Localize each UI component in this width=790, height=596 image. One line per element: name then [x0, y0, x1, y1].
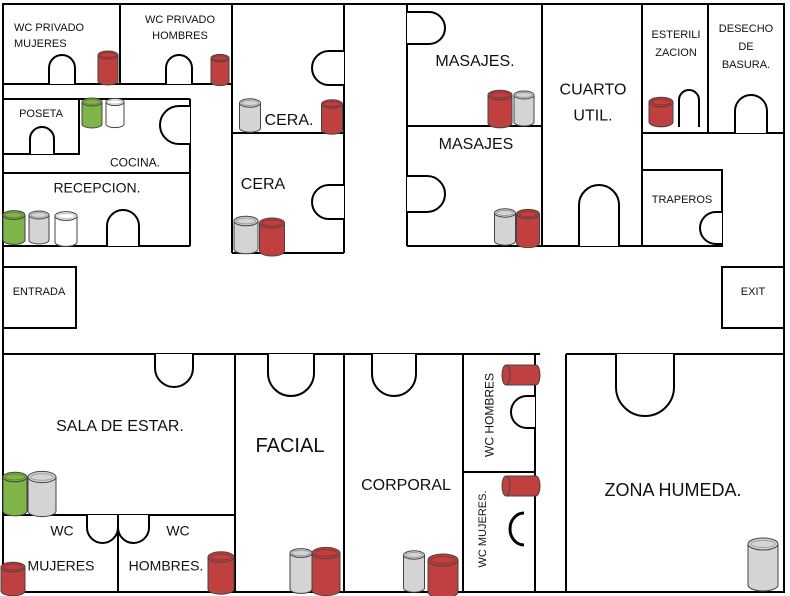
trash-bin-icon: [105, 97, 125, 129]
trash-bin-icon: [289, 548, 313, 594]
cera-2-label: CERA: [240, 176, 286, 194]
masajes-2-label: MASAJES: [438, 136, 514, 154]
trash-bin-icon: [321, 99, 343, 135]
trash-bin-icon: [28, 210, 50, 245]
trash-bin-icon: [516, 208, 540, 249]
trash-bin-icon: [239, 98, 261, 133]
trash-bin-icon: [513, 90, 535, 127]
trash-bin-icon: [210, 53, 230, 87]
door-icon: [117, 515, 150, 544]
trash-bin-icon: [501, 475, 541, 497]
wc-mujeres-small-label: WC: [50, 522, 74, 539]
door-icon: [510, 395, 535, 429]
door-icon: [678, 89, 700, 127]
trash-bin-icon: [0, 561, 26, 596]
cocina-label: COCINA.: [109, 155, 161, 170]
traperos-room: [641, 169, 723, 247]
hombres-label: HOMBRES.: [128, 557, 204, 574]
trash-bin-icon: [207, 551, 235, 595]
door-icon: [508, 511, 525, 547]
door-icon: [615, 354, 675, 417]
wc-hombres-small-label: WC: [166, 522, 190, 539]
zona-humeda-label: ZONA HUMEDA.: [604, 480, 742, 501]
door-icon: [165, 54, 193, 84]
door-icon: [267, 354, 315, 397]
door-icon: [407, 175, 446, 213]
door-icon: [86, 515, 119, 544]
trash-bin-icon: [81, 97, 103, 129]
poseta-label: POSETA: [19, 107, 63, 120]
cera-1-label: CERA.: [264, 112, 314, 130]
trash-bin-icon: [233, 215, 259, 255]
trash-bin-icon: [427, 553, 459, 596]
exit-label: EXIT: [740, 285, 766, 298]
entrada-label: ENTRADA: [12, 285, 66, 298]
recepcion-label: RECEPCION.: [53, 179, 141, 196]
trash-bin-icon: [648, 96, 674, 128]
door-icon: [311, 184, 344, 220]
door-icon: [734, 94, 768, 133]
trash-bin-icon: [259, 217, 285, 257]
facial-label: FACIAL: [255, 435, 325, 457]
trash-bin-icon: [487, 89, 513, 129]
entrada-room: [2, 266, 77, 329]
trash-bin-icon: [311, 546, 341, 596]
trash-bin-icon: [403, 550, 425, 593]
door-icon: [311, 50, 344, 86]
exit-room: [721, 266, 785, 329]
wc-hombres-label: WC HOMBRES: [482, 373, 497, 457]
trash-bin-icon: [2, 210, 26, 245]
masajes-1-label: MASAJES.: [435, 53, 515, 71]
walls: [2, 3, 785, 593]
trash-bin-icon: [97, 50, 119, 86]
door-icon: [407, 11, 446, 45]
trash-bin-icon: [54, 211, 78, 247]
door-icon: [699, 211, 722, 245]
door-icon: [371, 354, 417, 397]
trash-bin-icon: [501, 364, 541, 386]
doors: [29, 11, 768, 547]
trash-bin-icon: [494, 208, 516, 246]
mujeres-label: MUJERES: [27, 557, 95, 574]
sala-estar-label: SALA DE ESTAR.: [56, 418, 184, 436]
door-icon: [154, 354, 194, 388]
door-icon: [578, 184, 620, 246]
door-icon: [106, 209, 140, 246]
trash-bin-icon: [2, 471, 28, 517]
wc-mujeres-label: WC MUJERES.: [476, 490, 489, 568]
outer-wall: [2, 3, 785, 593]
corporal-label: CORPORAL: [361, 477, 451, 495]
traperos-label: TRAPEROS: [651, 193, 713, 206]
bins: [0, 50, 779, 596]
trash-bin-icon: [747, 537, 779, 592]
door-icon: [48, 54, 76, 84]
door-icon: [29, 126, 55, 154]
trash-bin-icon: [27, 470, 57, 518]
door-icon: [159, 105, 190, 145]
